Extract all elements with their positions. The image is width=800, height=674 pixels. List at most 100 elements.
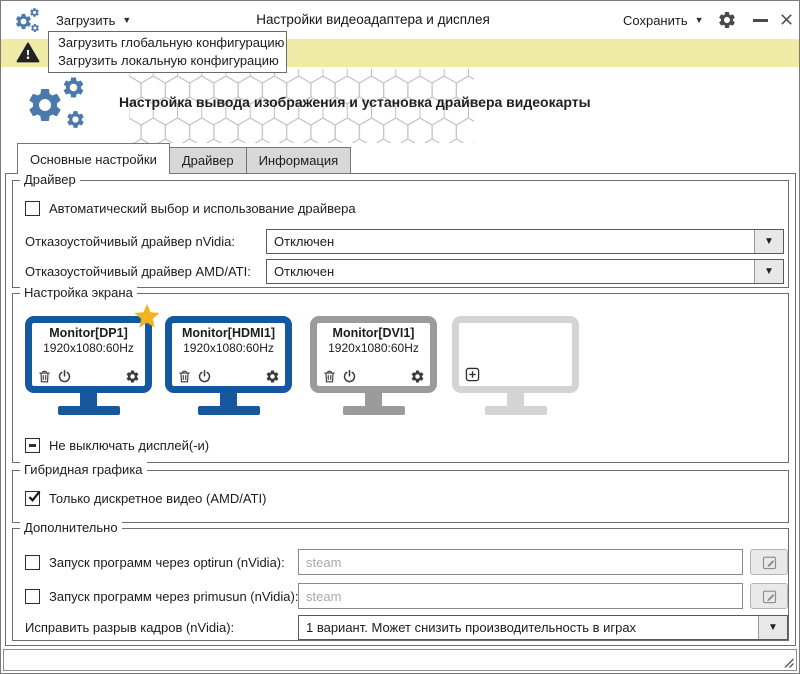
nvidia-failsafe-combobox[interactable]: Отключен ▼ (266, 229, 784, 254)
nvidia-failsafe-label-row: Отказоустойчивый драйвер nVidia: (25, 229, 235, 254)
menu-item-load-global-config[interactable]: Загрузить глобальную конфигурацию (58, 35, 285, 50)
auto-driver-checkbox[interactable] (25, 201, 40, 216)
chevron-down-icon: ▼ (764, 265, 774, 277)
monitor-name: Monitor[HDMI1] (181, 326, 276, 340)
group-additional: Дополнительно Запуск программ через opti… (12, 520, 789, 641)
primus-input[interactable] (298, 583, 743, 609)
monitor-stand (220, 393, 237, 406)
save-menu-button[interactable]: Сохранить ▼ (623, 1, 704, 39)
monitor-stand-base (342, 406, 405, 415)
auto-driver-row: Автоматический выбор и использование дра… (25, 201, 356, 216)
amd-failsafe-label-row: Отказоустойчивый драйвер AMD/ATI: (25, 259, 251, 284)
add-monitor-plus-icon[interactable] (465, 367, 480, 382)
status-bar (3, 649, 797, 671)
chevron-down-icon: ▼ (694, 14, 704, 25)
chevron-down-icon: ▼ (768, 621, 778, 633)
load-dropdown-menu: Загрузить глобальную конфигурацию Загруз… (48, 31, 287, 73)
monitor-screen: Monitor[DP1] 1920x1080:60Hz (25, 316, 152, 393)
optirun-checkbox[interactable] (25, 554, 40, 570)
warning-triangle-icon (16, 41, 40, 65)
trash-icon[interactable] (37, 369, 52, 384)
monitor-add-placeholder[interactable] (452, 316, 579, 415)
tab-information[interactable]: Информация (245, 147, 352, 174)
monitor-screen (452, 316, 579, 393)
monitor-resolution: 1920x1080:60Hz (328, 341, 419, 355)
minimize-icon[interactable] (753, 19, 768, 22)
optirun-row: Запуск программ через optirun (nVidia): (25, 549, 285, 575)
combobox-arrow-button[interactable]: ▼ (754, 260, 783, 283)
pencil-edit-icon (761, 588, 778, 605)
monitor-screen: Monitor[HDMI1] 1920x1080:60Hz (165, 316, 292, 393)
monitor-resolution: 1920x1080:60Hz (183, 341, 274, 355)
power-icon[interactable] (342, 369, 357, 384)
nvidia-failsafe-value: Отключен (274, 234, 335, 249)
keep-displays-label: Не выключать дисплей(-и) (49, 438, 210, 453)
header-banner: Настройка вывода изображения и установка… (1, 67, 799, 144)
keep-displays-checkbox[interactable] (25, 438, 40, 453)
amd-failsafe-value: Отключен (274, 264, 335, 279)
primary-star-icon (132, 302, 162, 332)
monitor-hdmi1[interactable]: Monitor[HDMI1] 1920x1080:60Hz (165, 316, 292, 415)
gear-icon[interactable] (125, 369, 140, 384)
tearfix-label: Исправить разрыв кадров (nVidia): (25, 620, 235, 635)
monitor-dp1[interactable]: Monitor[DP1] 1920x1080:60Hz (25, 316, 152, 415)
load-menu-label: Загрузить (56, 12, 116, 28)
primus-edit-button[interactable] (750, 583, 788, 609)
settings-gear-icon[interactable] (717, 10, 737, 30)
group-hybrid-graphics: Гибридная графика Только дискретное виде… (12, 462, 789, 523)
monitor-stand (365, 393, 382, 406)
load-menu-button[interactable]: Загрузить ▼ (56, 1, 131, 39)
monitor-name: Monitor[DP1] (49, 326, 128, 340)
group-screen-setup: Настройка экрана Monitor[DP1] 1920x1080:… (12, 285, 789, 463)
discrete-only-label: Только дискретное видео (AMD/ATI) (49, 491, 267, 506)
primus-label: Запуск программ через primusun (nVidia): (49, 588, 299, 604)
pencil-edit-icon (761, 554, 778, 571)
monitor-name: Monitor[DVI1] (332, 326, 415, 340)
tab-driver[interactable]: Драйвер (168, 147, 247, 174)
amd-failsafe-label: Отказоустойчивый драйвер AMD/ATI: (25, 264, 251, 279)
tearfix-label-row: Исправить разрыв кадров (nVidia): (25, 615, 234, 640)
menu-item-load-local-config[interactable]: Загрузить локальную конфигурацию (58, 53, 279, 68)
monitor-screen: Monitor[DVI1] 1920x1080:60Hz (310, 316, 437, 393)
monitor-stand (80, 393, 97, 406)
gear-icon[interactable] (410, 369, 425, 384)
combobox-arrow-button[interactable]: ▼ (758, 616, 787, 639)
auto-driver-label: Автоматический выбор и использование дра… (49, 201, 356, 216)
group-hybrid-title: Гибридная графика (20, 462, 147, 477)
optirun-input[interactable] (298, 549, 743, 575)
gear-icon[interactable] (265, 369, 280, 384)
chevron-down-icon: ▼ (764, 235, 774, 247)
optirun-label: Запуск программ через optirun (nVidia): (49, 554, 285, 570)
header-title: Настройка вывода изображения и установка… (119, 94, 591, 110)
group-screen-title: Настройка экрана (20, 285, 137, 300)
amd-failsafe-combobox[interactable]: Отключен ▼ (266, 259, 784, 284)
discrete-only-checkbox[interactable] (25, 491, 40, 506)
header-logo-gears-icon (25, 75, 95, 137)
primus-row: Запуск программ через primusun (nVidia): (25, 583, 298, 609)
resize-grip[interactable] (783, 657, 794, 668)
power-icon[interactable] (57, 369, 72, 384)
app-logo-gears-icon (14, 7, 48, 35)
tab-panel-main-settings: Драйвер Автоматический выбор и использов… (5, 172, 796, 646)
group-additional-title: Дополнительно (20, 520, 122, 535)
keep-displays-row: Не выключать дисплей(-и) (25, 438, 209, 453)
check-icon (27, 489, 42, 504)
monitor-resolution: 1920x1080:60Hz (43, 341, 134, 355)
trash-icon[interactable] (177, 369, 192, 384)
tab-bar: Основные настройки Драйвер Информация (17, 143, 352, 174)
monitor-stand-base (197, 406, 260, 415)
chevron-down-icon: ▼ (122, 14, 132, 25)
tab-main-settings[interactable]: Основные настройки (17, 143, 170, 174)
save-menu-label: Сохранить (623, 12, 688, 28)
close-icon[interactable] (779, 12, 794, 27)
monitor-dvi1[interactable]: Monitor[DVI1] 1920x1080:60Hz (310, 316, 437, 415)
trash-icon[interactable] (322, 369, 337, 384)
primus-checkbox[interactable] (25, 588, 40, 604)
tearfix-combobox[interactable]: 1 вариант. Может снизить производительно… (298, 615, 788, 640)
tearfix-value: 1 вариант. Может снизить производительно… (306, 620, 637, 635)
group-driver: Драйвер Автоматический выбор и использов… (12, 172, 789, 288)
discrete-only-row: Только дискретное видео (AMD/ATI) (25, 491, 266, 506)
combobox-arrow-button[interactable]: ▼ (754, 230, 783, 253)
optirun-edit-button[interactable] (750, 549, 788, 575)
power-icon[interactable] (197, 369, 212, 384)
